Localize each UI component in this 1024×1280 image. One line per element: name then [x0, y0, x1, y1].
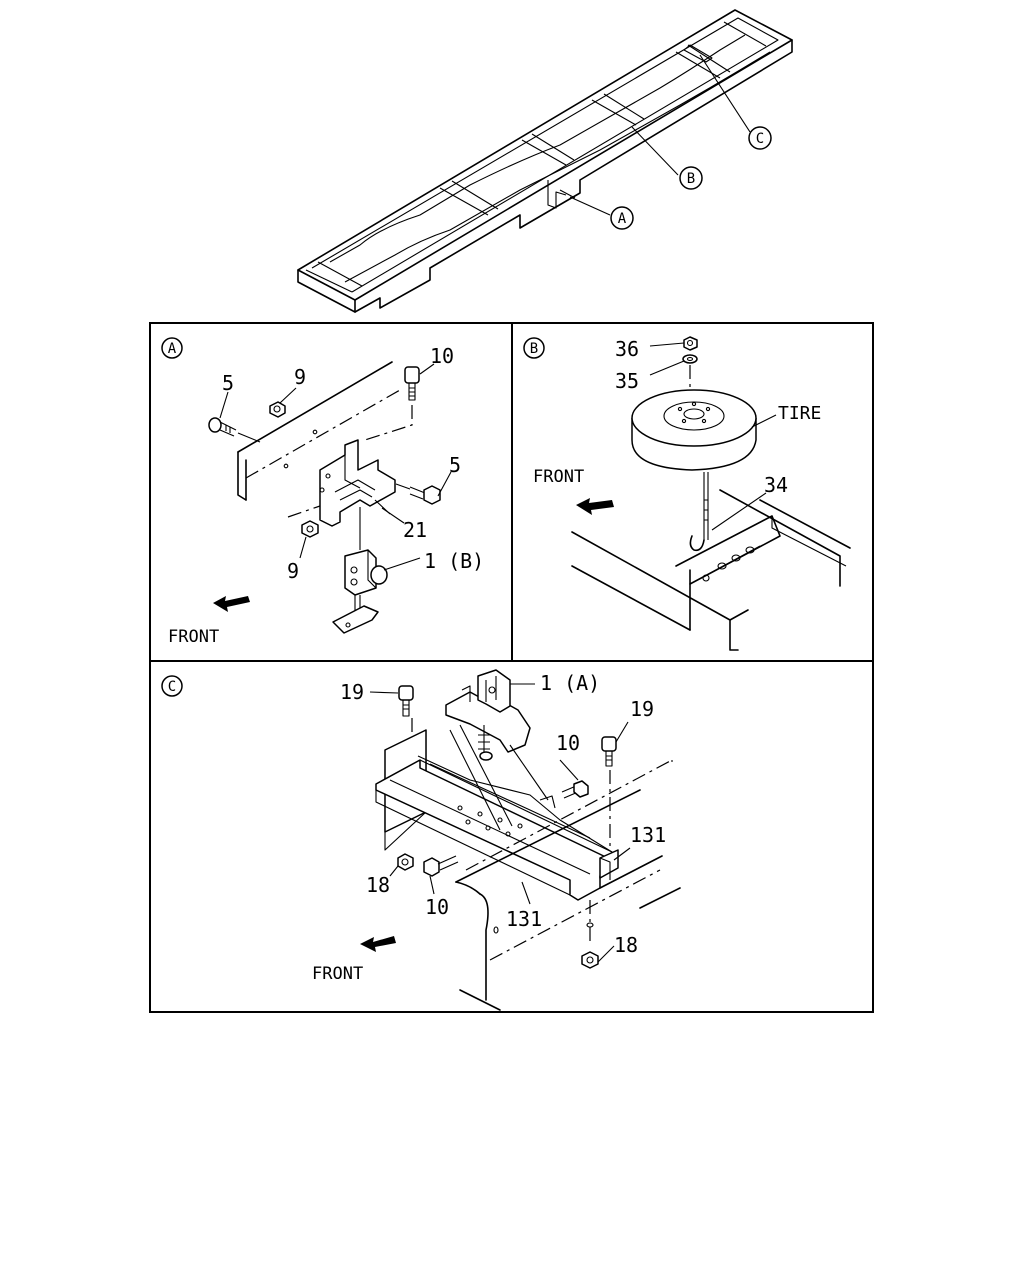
hook-1b	[332, 507, 388, 634]
svg-text:B: B	[687, 171, 695, 187]
panel-b-letter: B	[523, 337, 545, 359]
svg-text:A: A	[168, 341, 177, 357]
bracket-21	[319, 439, 396, 527]
panel-c-letter: C	[161, 675, 183, 697]
nut-9-lower	[287, 505, 321, 538]
label-10: 10	[556, 731, 580, 755]
label-131: 131	[630, 823, 666, 847]
bolt-5-left	[208, 417, 261, 443]
nut-18-right	[581, 922, 599, 969]
label-1a: 1 (A)	[540, 671, 600, 695]
bracket-131-right	[599, 849, 619, 880]
nut-9-top	[269, 401, 286, 418]
front-arrow-icon	[213, 596, 250, 612]
panel-b: B	[523, 336, 851, 651]
spare-tire	[631, 389, 757, 471]
bolt-5-right	[395, 483, 441, 505]
overview-callout-a: A	[610, 206, 634, 230]
label-5: 5	[222, 371, 234, 395]
svg-text:C: C	[756, 131, 764, 147]
hanger-34	[689, 472, 709, 552]
label-21: 21	[403, 518, 427, 542]
bolt-19-right	[601, 736, 617, 767]
bolt-10-lower	[423, 855, 459, 877]
label-18: 18	[614, 933, 638, 957]
label-9: 9	[294, 365, 306, 389]
panel-c: C	[161, 669, 681, 1011]
label-10: 10	[430, 344, 454, 368]
label-tire: TIRE	[778, 403, 821, 424]
label-10: 10	[425, 895, 449, 919]
label-9: 9	[287, 559, 299, 583]
bolt-10-upper	[561, 780, 589, 799]
front-label: FRONT	[533, 467, 584, 487]
svg-text:A: A	[618, 211, 627, 227]
svg-text:B: B	[530, 341, 538, 357]
label-131: 131	[506, 907, 542, 931]
label-5: 5	[449, 453, 461, 477]
label-34: 34	[764, 473, 788, 497]
bolt-10-top	[364, 366, 420, 441]
overview-callout-c: C	[748, 126, 772, 150]
overview-callout-b: B	[679, 166, 703, 190]
nut-18-left	[397, 853, 414, 871]
bracket-1a	[445, 669, 531, 761]
label-36: 36	[615, 337, 639, 361]
front-arrow-icon	[576, 498, 614, 515]
front-arrow-icon	[360, 936, 396, 952]
panel-a: A	[161, 337, 484, 647]
chassis-frame-overview	[297, 9, 793, 313]
label-19: 19	[630, 697, 654, 721]
panel-a-letter: A	[161, 337, 183, 359]
panel-frames	[149, 322, 874, 1013]
nut-36	[683, 336, 698, 351]
front-label: FRONT	[312, 964, 363, 984]
bolt-19-left	[398, 685, 414, 717]
svg-text:C: C	[168, 679, 176, 695]
label-35: 35	[615, 369, 639, 393]
front-label: FRONT	[168, 627, 219, 647]
label-19: 19	[340, 680, 364, 704]
label-18: 18	[366, 873, 390, 897]
washer-35	[682, 354, 698, 364]
label-1b: 1 (B)	[424, 549, 484, 573]
